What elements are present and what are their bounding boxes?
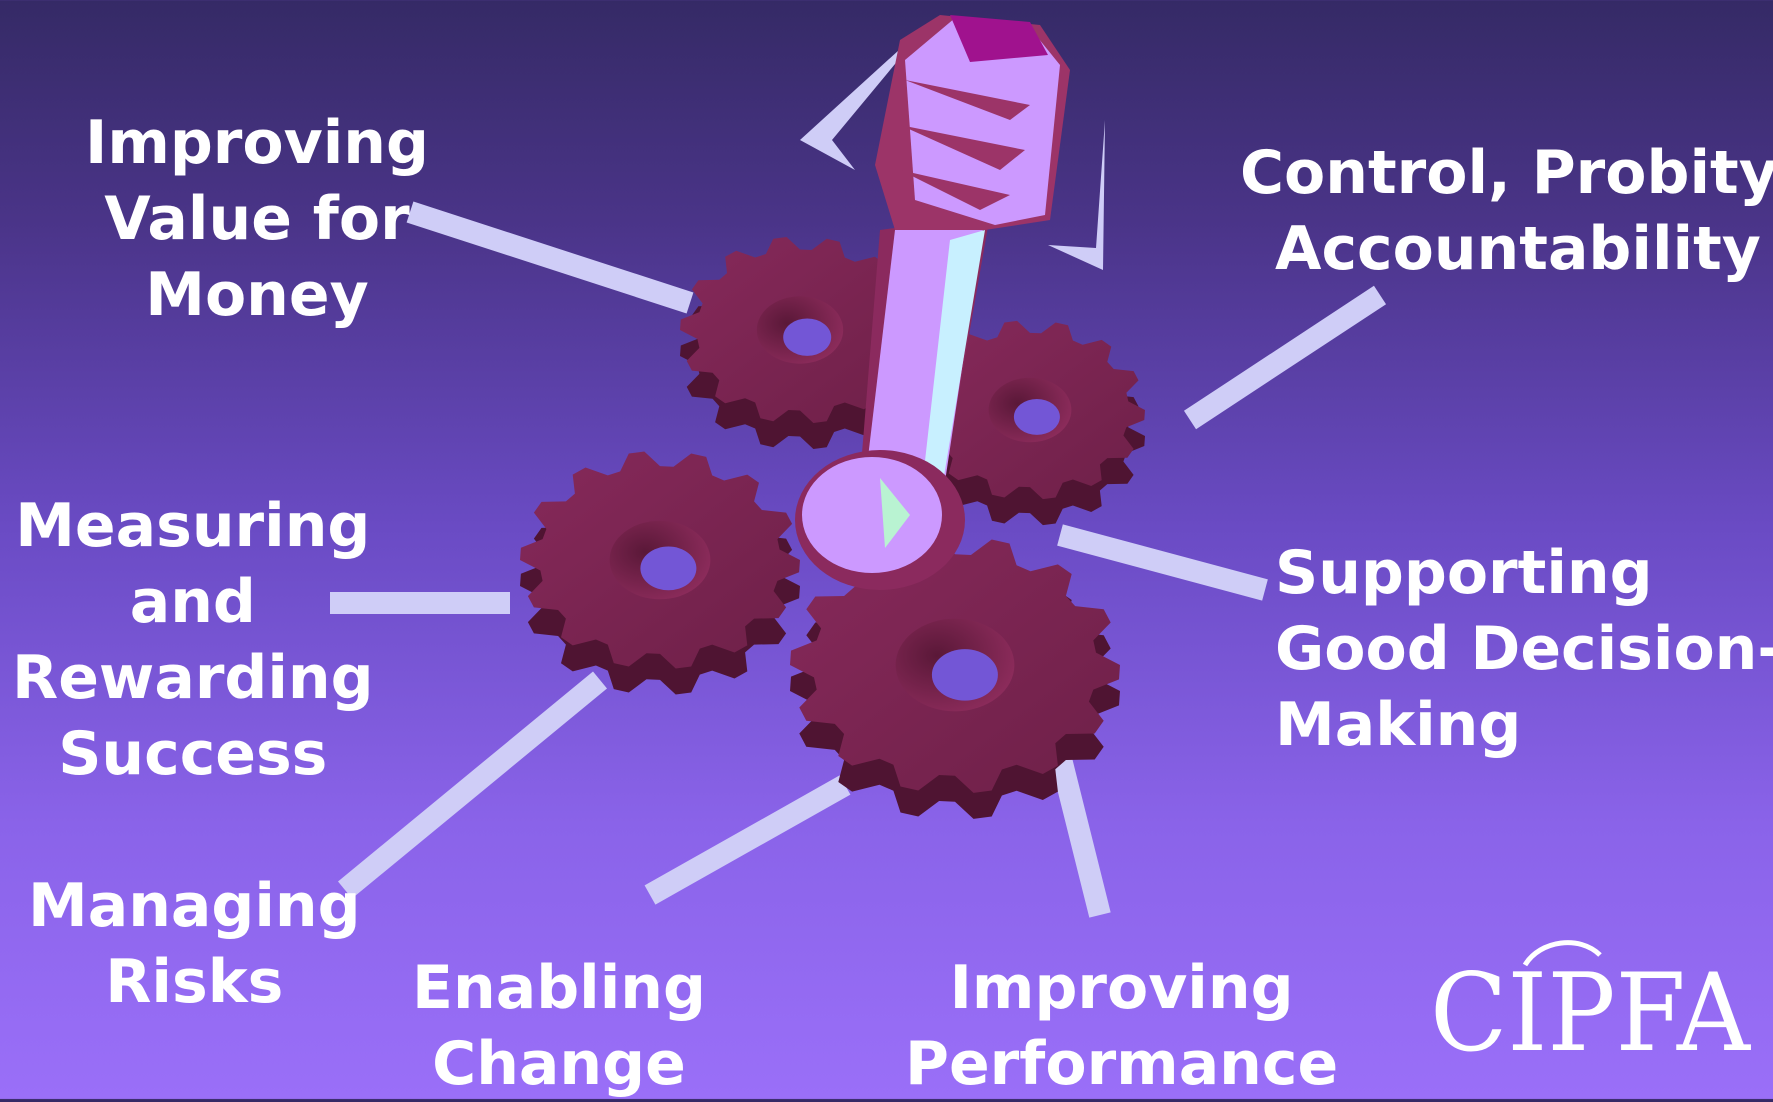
label-line: Money — [145, 260, 369, 330]
label-line: Success — [58, 719, 328, 789]
label-line: Performance — [905, 1029, 1339, 1099]
label-line: Improving — [85, 108, 429, 178]
label-measuring: Measuring and Rewarding Success — [12, 488, 374, 792]
label-line: Rewarding — [12, 643, 374, 713]
label-value-for-money: Improving Value for Money — [85, 105, 429, 333]
label-control: Control, Probity, Accountability — [1240, 135, 1773, 287]
gear-hole-background — [640, 546, 697, 591]
label-supporting: Supporting Good Decision- Making — [1275, 535, 1773, 763]
label-line: Measuring — [15, 491, 371, 561]
connector-value-for-money — [406, 201, 694, 314]
logo-text: CIPFA — [1430, 951, 1752, 1076]
connector-lines — [330, 201, 1387, 918]
label-line: Good Decision- — [1275, 614, 1773, 684]
label-line: Supporting — [1275, 538, 1653, 608]
label-line: Managing — [28, 871, 361, 941]
label-line: Change — [432, 1029, 686, 1099]
label-change: Enabling Change — [412, 950, 706, 1102]
label-performance: Improving Performance — [905, 950, 1338, 1102]
spanner-icon — [795, 15, 1070, 590]
label-line: Improving — [949, 953, 1294, 1023]
connector-risks — [338, 671, 607, 899]
rotation-arrows — [800, 40, 1105, 270]
gear-icon — [520, 237, 1145, 819]
gear-hole-background — [931, 649, 998, 701]
connector-performance — [1049, 752, 1111, 918]
label-line: Risks — [105, 947, 284, 1017]
label-line: Making — [1275, 690, 1522, 760]
label-risks: Managing Risks — [28, 868, 361, 1020]
gear-hole-background — [783, 318, 832, 356]
label-line: Accountability — [1275, 214, 1761, 284]
label-line: Enabling — [412, 953, 706, 1023]
cipfa-logo: CIPFA — [1430, 940, 1752, 1076]
label-line: Control, Probity, — [1240, 138, 1773, 208]
label-line: and — [129, 567, 256, 637]
label-line: Value for — [104, 184, 410, 254]
connector-change — [644, 775, 851, 905]
connector-control — [1183, 285, 1387, 430]
gear-hole-background — [1013, 398, 1060, 435]
connector-supporting — [1057, 524, 1268, 601]
